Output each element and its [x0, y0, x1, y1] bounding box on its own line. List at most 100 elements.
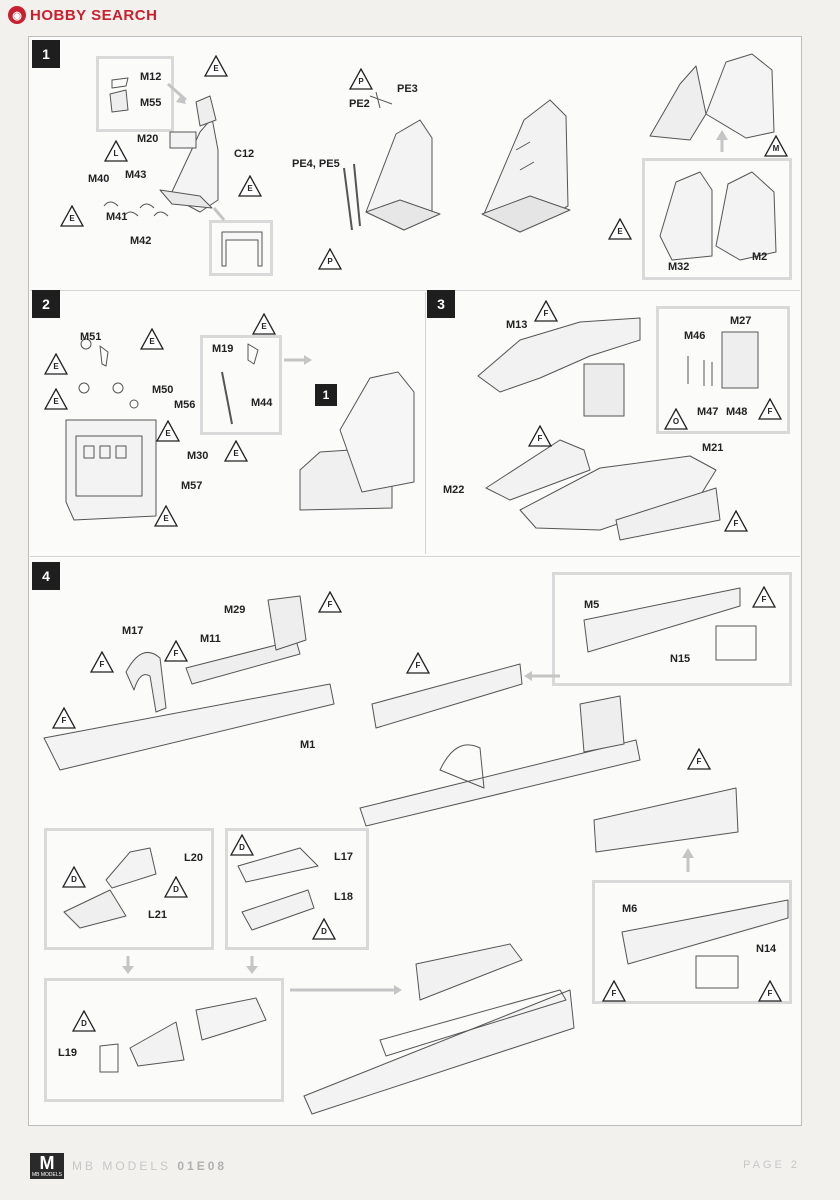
paint-code-marker: D — [72, 1010, 96, 1032]
paint-code-marker: F — [758, 980, 782, 1002]
logo-caption: MB MODELS — [31, 1172, 62, 1178]
paint-code-letter: F — [327, 600, 333, 609]
paint-code-marker: E — [154, 505, 178, 527]
paint-code-marker: D — [164, 876, 188, 898]
paint-code-letter: F — [537, 434, 543, 443]
footer-brand: MB MODELS — [72, 1159, 172, 1173]
paint-code-letter: E — [233, 449, 239, 458]
part-label: L20 — [184, 852, 203, 864]
paint-code-marker: E — [252, 313, 276, 335]
step-badge-3: 3 — [427, 290, 455, 318]
part-label: N14 — [756, 943, 777, 955]
paint-code-marker: E — [204, 55, 228, 77]
warning-triangle-icon — [752, 586, 776, 608]
warning-triangle-icon — [62, 866, 86, 888]
paint-code-marker: F — [758, 398, 782, 420]
paint-code-marker: E — [608, 218, 632, 240]
step-reference-badge: 1 — [315, 384, 337, 406]
part-label: PE4, PE5 — [292, 158, 340, 170]
paint-code-letter: F — [761, 595, 767, 604]
part-label: PE3 — [397, 83, 418, 95]
paint-code-marker: E — [44, 353, 68, 375]
part-label: M27 — [730, 315, 752, 327]
warning-triangle-icon — [44, 388, 68, 410]
warning-triangle-icon — [758, 980, 782, 1002]
warning-triangle-icon — [534, 300, 558, 322]
part-label: M30 — [187, 450, 209, 462]
part-label: M55 — [140, 97, 162, 109]
footer-kit-code: 01E08 — [177, 1159, 228, 1173]
part-label: L21 — [148, 909, 167, 921]
paint-code-marker: E — [44, 388, 68, 410]
paint-code-marker: E — [238, 175, 262, 197]
paint-code-marker: F — [318, 591, 342, 613]
paint-code-letter: E — [53, 362, 59, 371]
paint-code-marker: F — [724, 510, 748, 532]
part-label: PE2 — [349, 98, 370, 110]
paint-code-marker: F — [687, 748, 711, 770]
warning-triangle-icon — [764, 135, 788, 157]
paint-code-letter: E — [53, 397, 59, 406]
mb-models-logo: M MB MODELS — [30, 1153, 64, 1179]
paint-code-marker: E — [60, 205, 84, 227]
paint-code-letter: O — [672, 417, 680, 426]
paint-code-marker: F — [164, 640, 188, 662]
subassembly-box — [552, 572, 792, 686]
part-label: M1 — [300, 739, 316, 751]
paint-code-marker: D — [230, 834, 254, 856]
divider-step23 — [30, 556, 800, 557]
part-label: M48 — [726, 406, 748, 418]
paint-code-letter: F — [99, 660, 105, 669]
part-label: M46 — [684, 330, 706, 342]
paint-code-marker: L — [104, 140, 128, 162]
paint-code-letter: E — [163, 514, 169, 523]
warning-triangle-icon — [312, 918, 336, 940]
paint-code-letter: D — [321, 927, 327, 936]
paint-code-letter: D — [239, 843, 245, 852]
warning-triangle-icon — [224, 440, 248, 462]
paint-code-letter: M — [772, 144, 780, 153]
warning-triangle-icon — [60, 205, 84, 227]
paint-code-letter: E — [149, 337, 155, 346]
warning-triangle-icon — [602, 980, 626, 1002]
warning-triangle-icon — [528, 425, 552, 447]
paint-code-marker: F — [90, 651, 114, 673]
paint-code-marker: F — [534, 300, 558, 322]
part-label: N15 — [670, 653, 691, 665]
hobby-search-logo-icon: ◉ — [8, 6, 26, 24]
part-label: L18 — [334, 891, 353, 903]
divider-step1 — [30, 290, 800, 291]
paint-code-letter: E — [213, 64, 219, 73]
warning-triangle-icon — [90, 651, 114, 673]
logo-letter: M — [39, 1153, 55, 1173]
warning-triangle-icon — [154, 505, 178, 527]
paint-code-marker: P — [318, 248, 342, 270]
part-label: M22 — [443, 484, 465, 496]
part-label: M6 — [622, 903, 638, 915]
part-label: L19 — [58, 1047, 77, 1059]
paint-code-letter: E — [247, 184, 253, 193]
part-label: C12 — [234, 148, 255, 160]
footer-page-number: PAGE 2 — [743, 1159, 800, 1171]
part-label: M11 — [200, 633, 221, 645]
paint-code-letter: F — [61, 716, 67, 725]
paint-code-letter: E — [261, 322, 267, 331]
paint-code-letter: E — [617, 227, 623, 236]
part-label: L17 — [334, 851, 353, 863]
paint-code-letter: F — [173, 649, 179, 658]
subassembly-box — [200, 335, 282, 435]
part-label: M5 — [584, 599, 600, 611]
warning-triangle-icon — [724, 510, 748, 532]
part-label: M32 — [668, 261, 690, 273]
part-label: M12 — [140, 71, 162, 83]
warning-triangle-icon — [72, 1010, 96, 1032]
paint-code-letter: F — [415, 661, 421, 670]
part-label: M51 — [80, 331, 102, 343]
paint-code-marker: F — [752, 586, 776, 608]
subassembly-box — [44, 978, 284, 1102]
site-name: HOBBY SEARCH — [30, 6, 158, 24]
paint-code-marker: O — [664, 408, 688, 430]
warning-triangle-icon — [252, 313, 276, 335]
paint-code-marker: E — [156, 420, 180, 442]
subassembly-box — [96, 56, 174, 132]
